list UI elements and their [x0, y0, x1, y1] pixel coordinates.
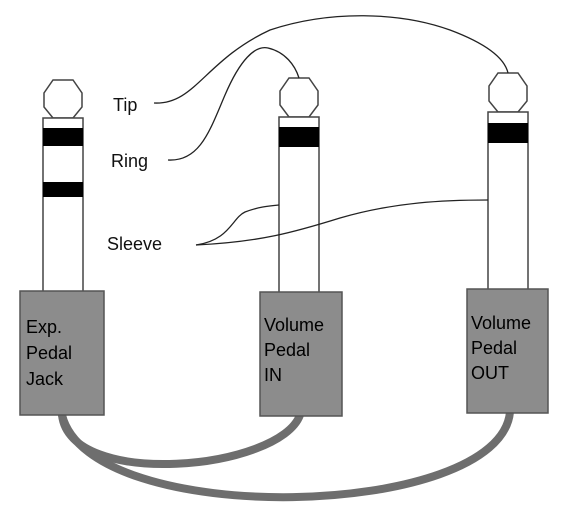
label-sleeve: Sleeve — [107, 234, 162, 254]
plug-housing — [259, 291, 343, 417]
plug-label-line-1: Exp. — [26, 317, 62, 337]
sleeve-band — [43, 182, 83, 197]
label-tip: Tip — [113, 95, 137, 115]
plug-housing — [466, 288, 549, 414]
plug-label-line-2: Pedal — [264, 340, 310, 360]
plug-label-line-2: Pedal — [26, 343, 72, 363]
label-ring: Ring — [111, 151, 148, 171]
plug-housing — [19, 290, 105, 416]
wire-tip — [153, 15, 509, 104]
plug-tip — [488, 72, 528, 113]
plug-volume-pedal-out: Volume Pedal OUT — [466, 72, 549, 414]
plug-tip — [43, 79, 83, 119]
ring-band — [488, 123, 528, 143]
plug-label-line-2: Pedal — [471, 338, 517, 358]
plug-label-line-3: Jack — [26, 369, 64, 389]
plug-label-line-3: OUT — [471, 363, 509, 383]
cable-exp-to-vout — [58, 408, 514, 502]
plug-label-line-1: Volume — [264, 315, 324, 335]
ring-band — [279, 127, 319, 147]
plug-exp-pedal-jack: Exp. Pedal Jack — [19, 79, 105, 416]
plug-label-line-3: IN — [264, 365, 282, 385]
plug-volume-pedal-in: Volume Pedal IN — [259, 77, 343, 417]
wire-sleeve-to-in — [195, 204, 280, 246]
plug-label-line-1: Volume — [471, 313, 531, 333]
wire-ring — [167, 47, 300, 161]
plug-tip — [279, 77, 319, 118]
ring-band — [43, 128, 83, 146]
wire-sleeve-to-out — [195, 199, 489, 246]
